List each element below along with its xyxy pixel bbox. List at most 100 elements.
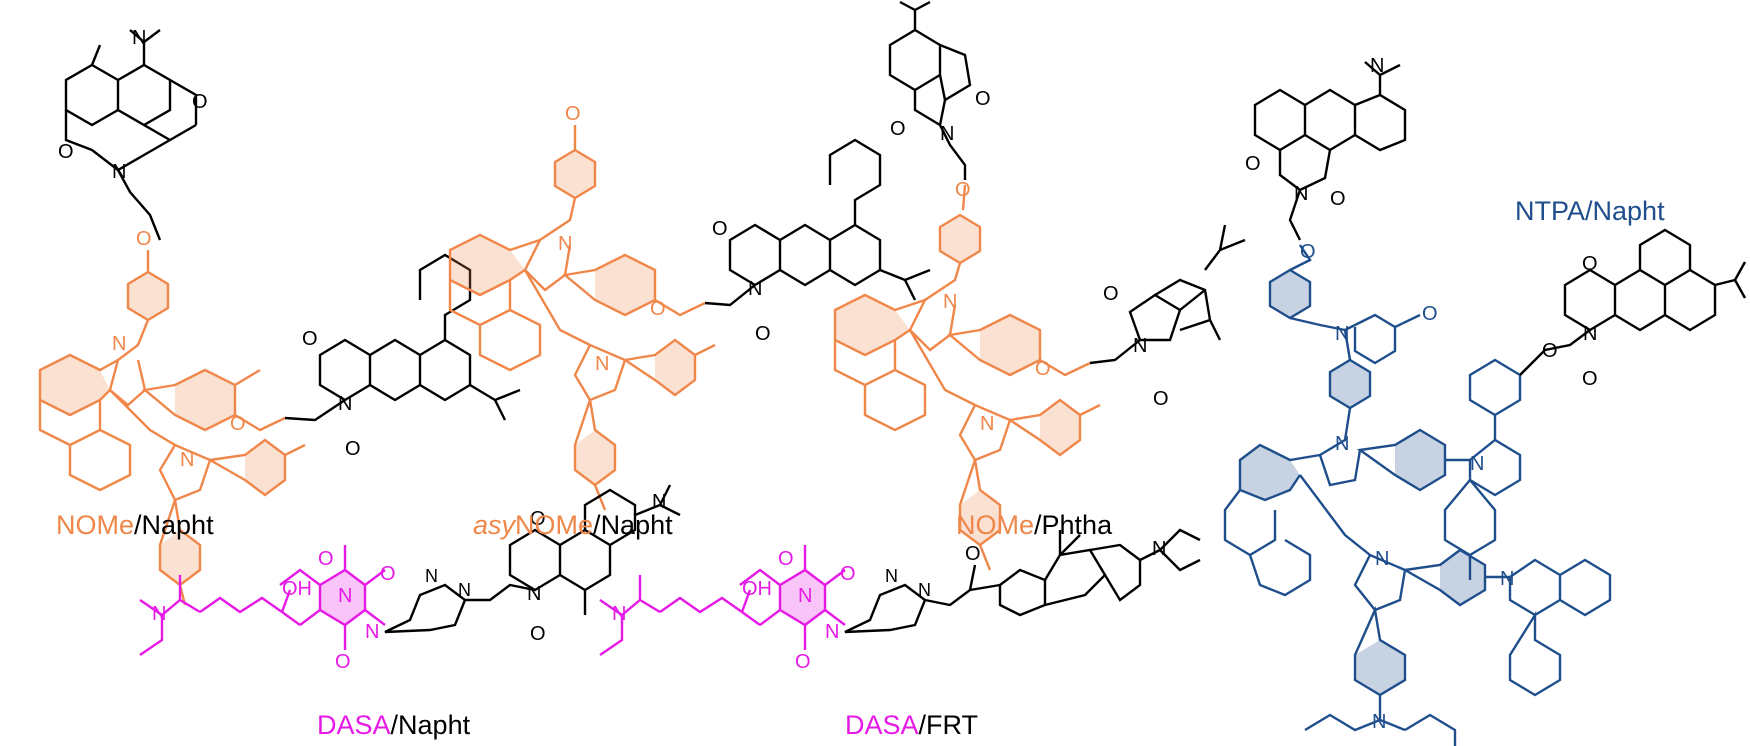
atom-n: N: [1152, 538, 1166, 560]
label-separator: /: [1034, 510, 1042, 540]
label-separator: /: [1585, 196, 1593, 226]
label-dasa-napht: DASA/Napht: [317, 710, 470, 740]
label-donor: DASA: [317, 710, 391, 740]
atom-o: O: [58, 141, 74, 163]
atom-oh: OH: [742, 578, 772, 600]
atom-n: N: [940, 123, 954, 145]
label-acceptor: FRT: [926, 710, 979, 740]
atom-n: N: [180, 449, 194, 471]
atom-n: N: [1294, 183, 1308, 205]
atom-o: O: [795, 651, 811, 673]
atom-n: N: [652, 491, 666, 513]
atom-o: O: [1245, 153, 1261, 175]
label-acceptor: Napht: [141, 510, 214, 540]
atom-o: O: [1582, 368, 1598, 390]
atom-o: O: [318, 548, 334, 570]
atom-o: O: [230, 413, 246, 435]
atom-oh: OH: [282, 578, 312, 600]
atom-o: O: [345, 438, 361, 460]
label-separator: /: [918, 710, 927, 740]
molecule-dasa-napht: N OH O N O N O N N N N O O: [139, 484, 681, 673]
label-donor: NOMe: [56, 510, 135, 540]
atom-o: O: [565, 103, 581, 125]
atom-n: N: [595, 353, 609, 375]
atom-o: O: [1300, 241, 1316, 263]
atom-n: N: [338, 393, 352, 415]
atom-n: N: [798, 585, 812, 607]
atom-n: N: [458, 580, 471, 600]
label-separator: /: [134, 510, 142, 540]
atom-n: N: [1375, 548, 1389, 570]
label-separator: /: [593, 510, 601, 540]
atom-o: O: [965, 543, 981, 565]
atom-n: N: [152, 603, 166, 625]
atom-n: N: [748, 278, 762, 300]
atom-o: O: [1542, 340, 1558, 362]
atom-o: O: [755, 323, 771, 345]
atom-o: O: [650, 298, 666, 320]
label-acceptor: Napht: [398, 710, 471, 740]
atom-n: N: [825, 621, 839, 643]
atom-o: O: [778, 548, 794, 570]
atom-o: O: [840, 563, 856, 585]
atom-n: N: [980, 413, 994, 435]
atom-n: N: [1372, 711, 1386, 733]
atom-o: O: [1422, 303, 1438, 325]
molecule-ntpa-napht: N N O O: [1223, 55, 1747, 746]
atom-o: O: [302, 328, 318, 350]
molecule-nome-phtha: N O O O N N O: [833, 0, 1246, 571]
atom-n: N: [112, 161, 126, 183]
label-acceptor: Napht: [1592, 196, 1665, 226]
atom-n: N: [612, 603, 626, 625]
molecule-nome-napht: N O N O O N N: [38, 27, 521, 606]
label-donor: NTPA: [1515, 196, 1586, 226]
atom-n: N: [558, 233, 572, 255]
label-acceptor: Phtha: [1041, 510, 1113, 540]
atom-o: O: [530, 623, 546, 645]
atom-o: O: [192, 91, 208, 113]
atom-n: N: [338, 585, 352, 607]
atom-o: O: [335, 651, 351, 673]
atom-n: N: [1470, 453, 1484, 475]
label-prefix-italic: asy: [473, 510, 516, 540]
atom-n: N: [1500, 568, 1514, 590]
label-acceptor: Napht: [600, 510, 673, 540]
atom-o: O: [955, 179, 971, 201]
atom-n: N: [885, 566, 898, 586]
atom-n: N: [112, 333, 126, 355]
label-ntpa-napht: NTPA/Napht: [1515, 196, 1665, 226]
atom-n: N: [918, 580, 931, 600]
label-dasa-frt: DASA/FRT: [845, 710, 978, 740]
molecule-dasa-frt: N OH O N O N O N N O N: [599, 528, 1201, 673]
atom-n: N: [365, 621, 379, 643]
label-donor: NOMe: [515, 510, 594, 540]
atom-n: N: [943, 291, 957, 313]
atom-o: O: [1582, 253, 1598, 275]
atom-o: O: [1330, 188, 1346, 210]
atom-o: O: [890, 118, 906, 140]
atom-n: N: [132, 27, 146, 49]
label-donor: NOMe: [956, 510, 1035, 540]
atom-n: N: [1335, 433, 1349, 455]
atom-o: O: [975, 88, 991, 110]
label-asynome-napht: asyNOMe/Napht: [473, 510, 673, 540]
label-donor: DASA: [845, 710, 919, 740]
label-separator: /: [390, 710, 399, 740]
atom-n: N: [1133, 335, 1147, 357]
atom-o: O: [1153, 388, 1169, 410]
label-nome-napht: NOMe/Napht: [56, 510, 214, 540]
atom-o: O: [530, 508, 546, 530]
atom-n: N: [1335, 323, 1349, 345]
atom-o: O: [1103, 283, 1119, 305]
atom-n: N: [1583, 323, 1597, 345]
atom-o: O: [712, 218, 728, 240]
atom-o: O: [380, 563, 396, 585]
atom-n: N: [425, 566, 438, 586]
atom-o: O: [1035, 358, 1051, 380]
atom-n: N: [527, 583, 541, 605]
atom-o: O: [136, 228, 152, 250]
molecule-asynome-napht: O N N O N O O: [448, 103, 931, 511]
label-nome-phtha: NOMe/Phtha: [956, 510, 1112, 540]
atom-n: N: [1370, 55, 1384, 77]
